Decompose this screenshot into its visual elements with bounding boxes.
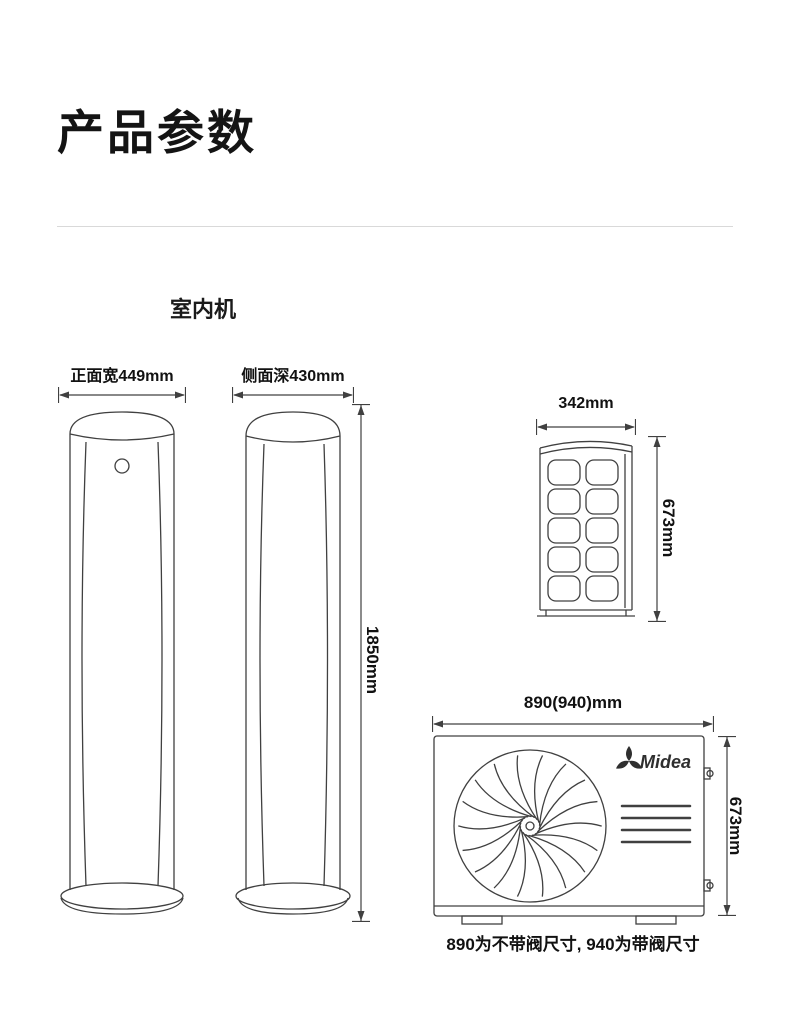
pedestal-top bbox=[235, 882, 351, 910]
outdoor-side-width-label: 342mm bbox=[558, 395, 614, 412]
outdoor-side-height-dim-line bbox=[648, 436, 666, 622]
top-cap-seam bbox=[245, 435, 341, 443]
outdoor-front-height-label: 673mm bbox=[726, 796, 745, 856]
midea-brand-text: Midea bbox=[640, 752, 691, 772]
outdoor-front-view-drawing: Midea bbox=[433, 735, 714, 925]
indoor-section-label: 室内机 bbox=[170, 297, 237, 322]
indoor-side-depth-dim-line bbox=[232, 387, 354, 403]
midea-logo: Midea bbox=[614, 746, 691, 772]
right-panel-seam bbox=[157, 441, 163, 887]
fan-grille-icon bbox=[453, 749, 607, 903]
indoor-height-label: 1850mm bbox=[363, 625, 382, 695]
indoor-front-width-label: 正面宽449mm bbox=[70, 368, 174, 385]
indoor-side-view-drawing bbox=[235, 411, 351, 915]
top-cap bbox=[539, 440, 633, 449]
page-title: 产品参数 bbox=[57, 106, 257, 159]
midea-fan-mark-icon bbox=[614, 746, 644, 772]
indoor-front-width-dim-line bbox=[58, 387, 186, 403]
mounting-feet bbox=[461, 915, 677, 925]
outdoor-front-height-dim-line bbox=[718, 736, 736, 916]
top-cap-seam bbox=[539, 446, 633, 455]
valve-connector-bottom bbox=[703, 879, 714, 892]
vent-slot-grid bbox=[547, 459, 619, 602]
pedestal-bottom bbox=[237, 897, 349, 915]
title-divider bbox=[57, 226, 733, 227]
body-outline bbox=[69, 411, 175, 890]
indoor-front-view-drawing bbox=[60, 411, 184, 915]
outdoor-side-width-dim-line bbox=[536, 419, 636, 435]
outdoor-front-width-dim-line bbox=[432, 716, 714, 732]
outdoor-side-view-drawing bbox=[537, 440, 635, 617]
pedestal-top bbox=[60, 882, 184, 910]
back-panel-seam bbox=[323, 443, 329, 887]
body-outline bbox=[245, 411, 341, 890]
front-panel-seam bbox=[259, 443, 265, 887]
body-outline bbox=[433, 735, 705, 917]
side-vent-slots bbox=[620, 804, 692, 844]
indoor-height-dim-line bbox=[352, 404, 370, 922]
valve-connector-top bbox=[703, 767, 714, 780]
valve-size-note: 890为不带阀尺寸, 940为带阀尺寸 bbox=[446, 935, 700, 954]
left-panel-seam bbox=[81, 441, 87, 887]
outdoor-side-height-label: 673mm bbox=[659, 498, 678, 558]
display-dot bbox=[114, 458, 130, 474]
outdoor-front-width-label: 890(940)mm bbox=[523, 693, 623, 712]
indoor-side-depth-label: 侧面深430mm bbox=[241, 368, 345, 385]
pedestal-bottom bbox=[60, 897, 184, 915]
top-cap-seam bbox=[69, 433, 175, 441]
